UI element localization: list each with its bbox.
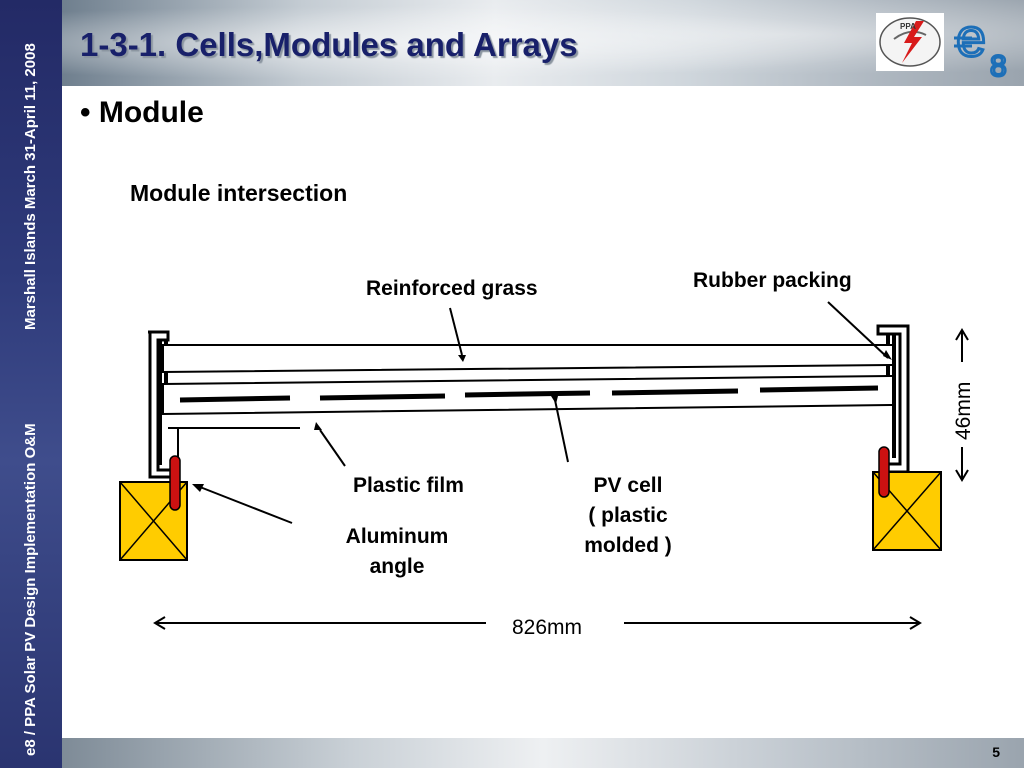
e8-logo: e 8 bbox=[952, 7, 1018, 84]
label-aluminum-line2: angle bbox=[369, 555, 425, 578]
e8-logo-8: 8 bbox=[990, 50, 1007, 80]
leader-rubber-packing bbox=[827, 301, 889, 359]
label-pv-cell-line3: molded ) bbox=[584, 534, 672, 557]
ppa-logo-text: PPA bbox=[900, 22, 916, 31]
label-pv-cell-line2: ( plastic bbox=[588, 504, 668, 527]
label-aluminum-angle: Aluminum angle bbox=[330, 522, 464, 582]
label-plastic-film: Plastic film bbox=[353, 474, 464, 497]
sidebar: Marshall Islands March 31-April 11, 2008… bbox=[0, 0, 62, 768]
right-bolt bbox=[878, 446, 890, 498]
frame-lower-lines bbox=[168, 427, 300, 458]
header-bar bbox=[62, 0, 1024, 86]
page-number: 5 bbox=[992, 744, 1000, 760]
leader-plastic-film bbox=[319, 429, 346, 467]
footer-bar bbox=[62, 738, 1024, 768]
label-pv-cell-line1: PV cell bbox=[593, 474, 663, 497]
pv-cells bbox=[179, 385, 879, 403]
label-pv-cell: PV cell ( plastic molded ) bbox=[568, 471, 688, 561]
glass-layer bbox=[162, 344, 894, 374]
width-dimension-label: 826mm bbox=[512, 616, 583, 639]
slide-title: 1-3-1. Cells,Modules and Arrays bbox=[80, 26, 578, 63]
label-aluminum-line1: Aluminum bbox=[345, 525, 449, 548]
ppa-logo: PPA bbox=[876, 13, 944, 71]
label-rubber-packing: Rubber packing bbox=[693, 269, 852, 292]
left-bolt bbox=[169, 455, 181, 511]
module-intersection-heading: Module intersection bbox=[130, 180, 348, 206]
label-reinforced-grass: Reinforced grass bbox=[366, 277, 538, 300]
height-dimension-label: 46mm bbox=[952, 381, 975, 440]
leader-aluminum-angle bbox=[199, 486, 293, 524]
leader-pv-cell bbox=[554, 399, 569, 463]
bullet-module: • Module bbox=[80, 96, 204, 129]
left-frame bbox=[148, 330, 180, 479]
leader-reinforced-grass bbox=[449, 307, 463, 356]
